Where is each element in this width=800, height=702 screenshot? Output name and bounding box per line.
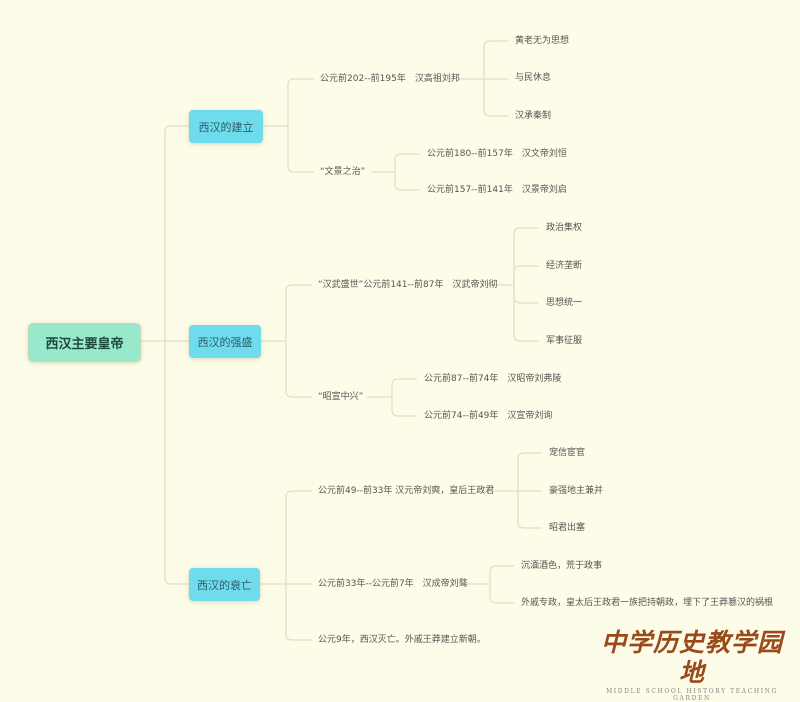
connector-line [285, 284, 312, 341]
connector-line [285, 584, 312, 641]
connector-lines [139, 40, 542, 641]
connector-line [517, 452, 542, 491]
connector-line [513, 265, 539, 285]
connector-line [394, 172, 420, 191]
subtopic-node[interactable]: 外戚专政，皇太后王政君一族把持朝政，埋下了王莽篡汉的祸根 [521, 598, 774, 608]
subtopic-node[interactable]: 与民休息 [515, 73, 552, 83]
subtopic-node[interactable]: 公元前74--前49年 汉宣帝刘询 [424, 411, 553, 421]
connector-line [285, 490, 312, 584]
root-node[interactable]: 西汉主要皇帝 [28, 323, 141, 362]
connector-line [489, 584, 514, 604]
topic-node[interactable]: “汉武盛世”公元前141--前87年 汉武帝刘彻 [318, 280, 498, 290]
branch-node-decline[interactable]: 西汉的衰亡 [189, 568, 260, 601]
subtopic-node[interactable]: 豪强地主兼并 [549, 486, 604, 496]
connector-line [489, 565, 514, 584]
connector-line [285, 341, 312, 398]
connector-line [287, 126, 314, 173]
subtopic-node[interactable]: 宠信宦官 [549, 448, 586, 458]
subtopic-node[interactable]: 公元前157--前141年 汉景帝刘启 [427, 185, 567, 195]
subtopic-node[interactable]: 军事征服 [546, 336, 583, 346]
connector-line [517, 491, 542, 529]
connector-line [164, 125, 189, 341]
connector-line [391, 397, 417, 417]
connector-line [394, 153, 420, 172]
connector-line [513, 227, 539, 285]
subtopic-node[interactable]: 昭君出塞 [549, 523, 586, 533]
logo-chinese-text: 中学历史教学园地 [600, 628, 783, 687]
connector-line [164, 341, 189, 585]
connector-line [513, 285, 539, 304]
topic-node[interactable]: 公元9年，西汉灭亡。外戚王莽建立新朝。 [318, 635, 486, 645]
subtopic-node[interactable]: 沉湎酒色，荒于政事 [521, 561, 603, 571]
connector-line [391, 378, 417, 397]
topic-node[interactable]: “文景之治” [320, 167, 366, 177]
subtopic-node[interactable]: 黄老无为思想 [515, 36, 570, 46]
topic-node[interactable]: 公元前202--前195年 汉高祖刘邦 [320, 74, 460, 84]
subtopic-node[interactable]: 公元前87--前74年 汉昭帝刘弗陵 [424, 374, 562, 384]
topic-node[interactable]: 公元前33年--公元前7年 汉成帝刘骜 [318, 579, 468, 589]
subtopic-node[interactable]: 政治集权 [546, 223, 583, 233]
subtopic-node[interactable]: 汉承秦制 [515, 111, 552, 121]
logo: 中学历史教学园地 MIDDLE SCHOOL HISTORY TEACHING … [592, 628, 792, 702]
connector-line [483, 40, 508, 79]
subtopic-node[interactable]: 经济垄断 [546, 261, 583, 271]
connector-line [513, 285, 539, 342]
logo-english-text: MIDDLE SCHOOL HISTORY TEACHING GARDEN [606, 688, 778, 702]
topic-node[interactable]: 公元前49--前33年 汉元帝刘奭，皇后王政君 [318, 486, 495, 496]
topic-node[interactable]: “昭宣中兴” [318, 392, 364, 402]
connector-line [483, 79, 508, 117]
branch-node-prosperity[interactable]: 西汉的强盛 [189, 325, 261, 358]
connector-line [287, 78, 314, 126]
subtopic-node[interactable]: 公元前180--前157年 汉文帝刘恒 [427, 149, 567, 159]
branch-node-founding[interactable]: 西汉的建立 [189, 110, 263, 143]
subtopic-node[interactable]: 思想统一 [546, 298, 583, 308]
